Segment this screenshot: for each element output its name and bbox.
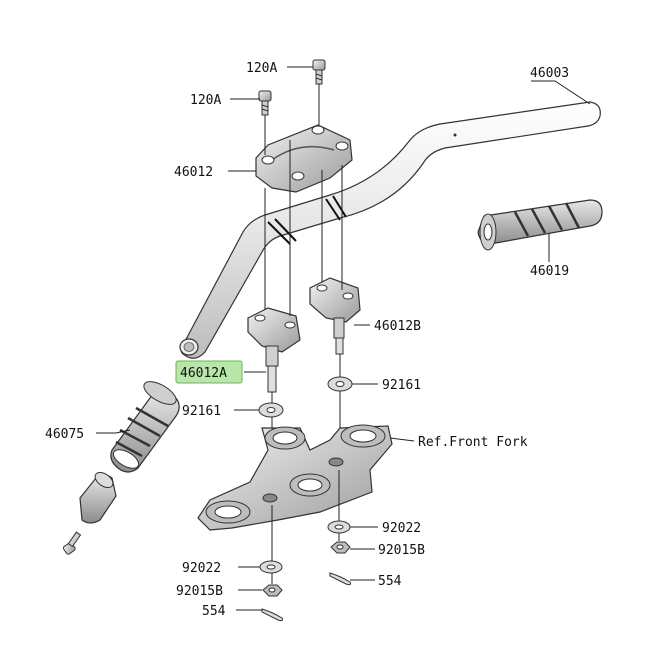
cotter-pin-554-left xyxy=(261,608,283,622)
callout-92022-left: 92022 xyxy=(182,561,221,576)
callout-46012: 46012 xyxy=(174,165,213,180)
callout-ref-front-fork: Ref.Front Fork xyxy=(418,435,528,450)
washer-92161-right xyxy=(327,376,353,392)
callout-46075: 46075 xyxy=(45,427,84,442)
bolt-120A-top xyxy=(312,59,326,85)
callout-120A-top: 120A xyxy=(246,61,277,76)
callout-92015B-right: 92015B xyxy=(378,543,425,558)
cotter-pin-554-right xyxy=(329,572,351,586)
bar-end-bolt xyxy=(62,531,82,555)
washer-92161-left xyxy=(258,402,284,418)
bar-end-weight xyxy=(79,471,117,524)
upper-clamp-46012 xyxy=(255,124,353,193)
callout-92015B-left: 92015B xyxy=(176,584,223,599)
callout-92022-right: 92022 xyxy=(382,521,421,536)
leader-lines xyxy=(96,66,591,611)
assembly-guide-lines xyxy=(264,84,343,584)
nut-92015B-right xyxy=(330,541,351,554)
lower-clamp-46012A xyxy=(247,307,301,393)
callout-554-right: 554 xyxy=(378,574,402,589)
grip-46075 xyxy=(110,381,180,473)
bolt-120A-left xyxy=(258,90,272,116)
washer-92022-right xyxy=(327,520,351,534)
grip-46019 xyxy=(477,199,603,251)
callout-46019: 46019 xyxy=(530,264,569,279)
triple-clamp-front-fork xyxy=(197,424,393,531)
callout-554-left: 554 xyxy=(202,604,226,619)
callout-46012B: 46012B xyxy=(374,319,421,334)
nut-92015B-left xyxy=(262,584,283,597)
washer-92022-left xyxy=(259,560,283,574)
lower-clamp-46012B xyxy=(309,277,361,355)
callout-120A-left: 120A xyxy=(190,93,221,108)
callout-46003: 46003 xyxy=(530,66,569,81)
callout-46012A: 46012A xyxy=(180,366,227,381)
callout-highlight xyxy=(175,360,243,384)
callout-92161-right: 92161 xyxy=(382,378,421,393)
callout-92161-left: 92161 xyxy=(182,404,221,419)
